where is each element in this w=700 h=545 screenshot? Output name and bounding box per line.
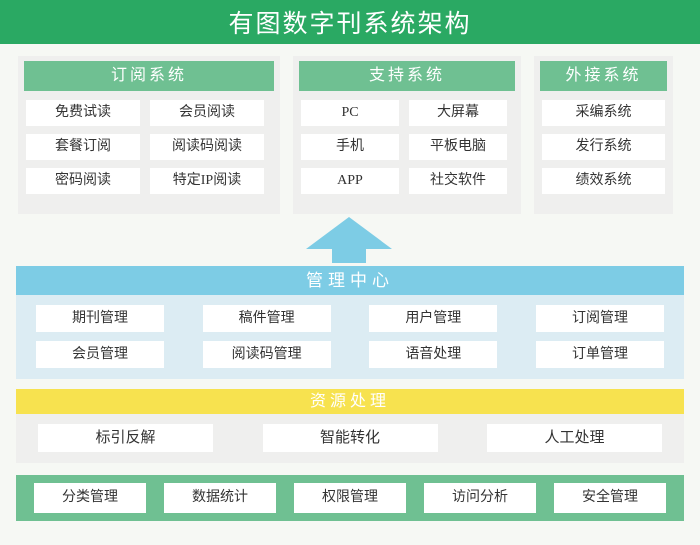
panel-subscription-system: 订阅系统 免费试读 会员阅读 套餐订阅 阅读码阅读 密码阅读 特定IP阅读 [18, 56, 280, 214]
item-mobile-phone[interactable]: 手机 [301, 134, 399, 160]
item-specific-ip-reading[interactable]: 特定IP阅读 [150, 168, 264, 194]
item-member-reading[interactable]: 会员阅读 [150, 100, 264, 126]
arrow-up-icon [306, 217, 392, 263]
resource-processing-title: 资源处理 [16, 389, 684, 414]
management-center-title: 管理中心 [16, 266, 684, 295]
resource-processing-items: 标引反解 智能转化 人工处理 [16, 414, 684, 452]
management-center-items: 期刊管理 稿件管理 用户管理 订阅管理 会员管理 阅读码管理 语音处理 订单管理 [16, 295, 684, 368]
item-security-management[interactable]: 安全管理 [554, 483, 666, 513]
item-distribution-system[interactable]: 发行系统 [542, 134, 665, 160]
item-free-trial[interactable]: 免费试读 [26, 100, 140, 126]
arrow-zone [0, 214, 700, 266]
panel-subscription-title: 订阅系统 [24, 61, 274, 91]
item-social-software[interactable]: 社交软件 [409, 168, 507, 194]
page-title-bar: 有图数字刊系统架构 [0, 0, 700, 44]
item-password-reading[interactable]: 密码阅读 [26, 168, 140, 194]
panel-support-items: PC 大屏幕 手机 平板电脑 APP 社交软件 [293, 91, 521, 194]
item-access-analysis[interactable]: 访问分析 [424, 483, 536, 513]
item-reading-code-management[interactable]: 阅读码管理 [202, 341, 331, 368]
item-member-management[interactable]: 会员管理 [36, 341, 164, 368]
item-large-screen[interactable]: 大屏幕 [409, 100, 507, 126]
panel-external-items: 采编系统 发行系统 绩效系统 [534, 91, 673, 194]
item-editorial-system[interactable]: 采编系统 [542, 100, 665, 126]
page-title: 有图数字刊系统架构 [228, 11, 472, 38]
item-tablet[interactable]: 平板电脑 [409, 134, 507, 160]
item-index-reverse-parse[interactable]: 标引反解 [38, 424, 213, 452]
panel-external-title: 外接系统 [540, 61, 667, 91]
item-manuscript-management[interactable]: 稿件管理 [202, 305, 331, 332]
item-intelligent-conversion[interactable]: 智能转化 [262, 424, 438, 452]
item-user-management[interactable]: 用户管理 [369, 305, 498, 332]
panel-resource-processing: 资源处理 标引反解 智能转化 人工处理 [16, 389, 684, 463]
item-data-statistics[interactable]: 数据统计 [164, 483, 276, 513]
item-voice-processing[interactable]: 语音处理 [369, 341, 498, 368]
item-journal-management[interactable]: 期刊管理 [36, 305, 164, 332]
item-permission-management[interactable]: 权限管理 [294, 483, 406, 513]
item-package-subscription[interactable]: 套餐订阅 [26, 134, 140, 160]
bottom-services-bar: 分类管理 数据统计 权限管理 访问分析 安全管理 [16, 475, 684, 521]
item-pc[interactable]: PC [301, 100, 399, 126]
item-subscription-management[interactable]: 订阅管理 [535, 305, 664, 332]
panel-subscription-items: 免费试读 会员阅读 套餐订阅 阅读码阅读 密码阅读 特定IP阅读 [18, 91, 280, 194]
panel-support-title: 支持系统 [299, 61, 515, 91]
item-order-management[interactable]: 订单管理 [535, 341, 664, 368]
panel-support-system: 支持系统 PC 大屏幕 手机 平板电脑 APP 社交软件 [293, 56, 521, 214]
panel-external-system: 外接系统 采编系统 发行系统 绩效系统 [534, 56, 673, 214]
item-category-management[interactable]: 分类管理 [34, 483, 146, 513]
item-reading-code[interactable]: 阅读码阅读 [150, 134, 264, 160]
item-manual-processing[interactable]: 人工处理 [487, 424, 662, 452]
item-app[interactable]: APP [301, 168, 399, 194]
item-performance-system[interactable]: 绩效系统 [542, 168, 665, 194]
top-sections-row: 订阅系统 免费试读 会员阅读 套餐订阅 阅读码阅读 密码阅读 特定IP阅读 支持… [0, 44, 700, 214]
panel-management-center: 管理中心 期刊管理 稿件管理 用户管理 订阅管理 会员管理 阅读码管理 语音处理… [16, 266, 684, 379]
